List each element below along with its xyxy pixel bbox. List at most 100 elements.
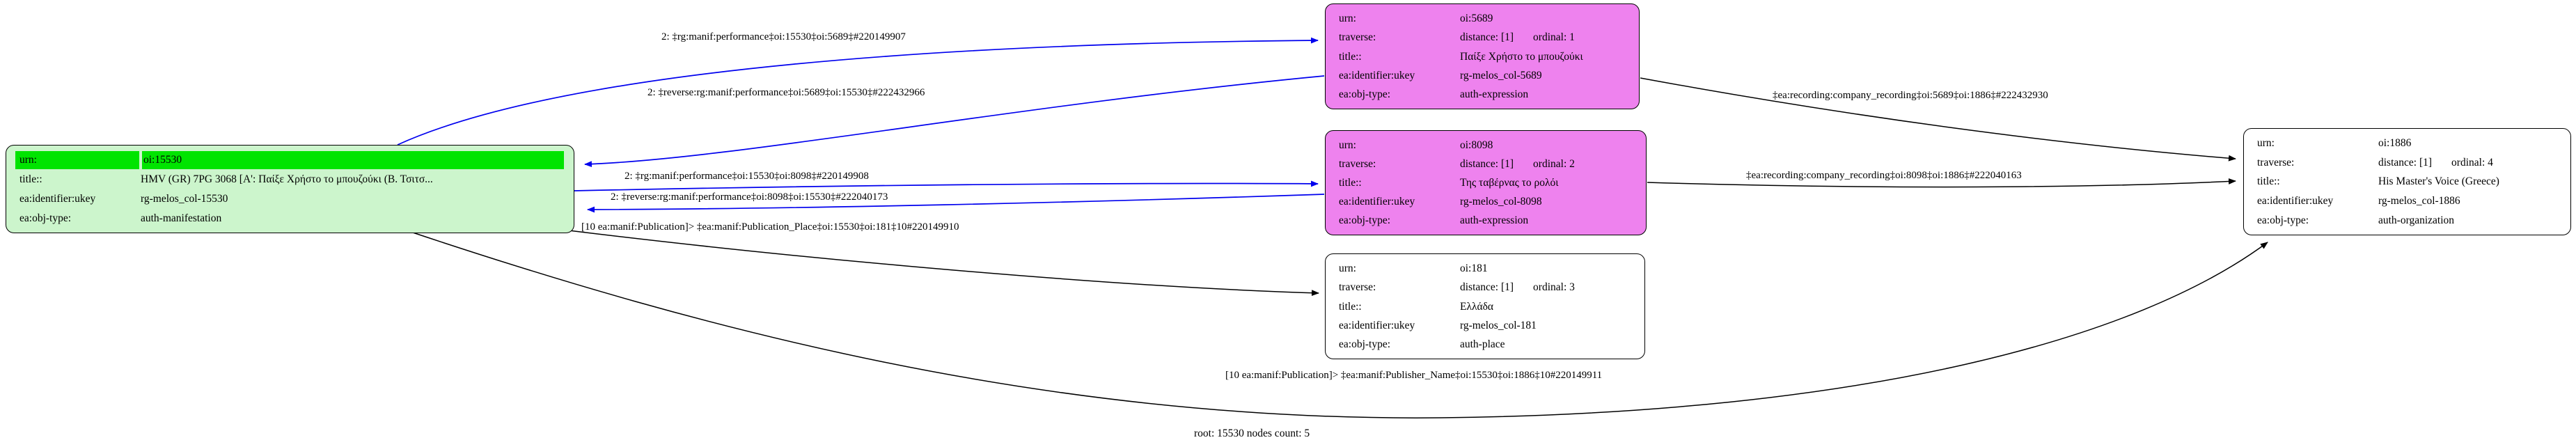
edge-label-publisher-name: [10 ea:manif:Publication]> ‡ea:manif:Pub… xyxy=(1225,370,1602,381)
node-row-objtype: ea:obj-type: auth-expression xyxy=(1335,212,1638,230)
node-row-urn: urn: oi:5689 xyxy=(1335,9,1631,28)
row-value: HMV (GR) 7PG 3068 [Α': Παίξε Χρήστο το μ… xyxy=(141,173,433,185)
edge-company-recording-5689 xyxy=(1640,77,2236,162)
row-label: traverse: xyxy=(1339,157,1376,170)
row-value: oi:5689 xyxy=(1460,12,1493,24)
row-label: ea:identifier:ukey xyxy=(19,193,96,205)
node-row-traverse: traverse: distance: [1] ordinal: 3 xyxy=(1335,278,1636,297)
edge-label-reverse-performance-5689: 2: ‡reverse:rg:manif:performance‡oi:5689… xyxy=(647,87,925,98)
row-value: oi:181 xyxy=(1460,262,1488,274)
row-value: rg-melos_col-5689 xyxy=(1460,69,1542,81)
row-value: distance: [1] ordinal: 1 xyxy=(1459,31,1631,44)
row-label: title:: xyxy=(1339,300,1362,313)
edge-company-recording-8098 xyxy=(1647,178,2236,188)
row-value: auth-expression xyxy=(1460,214,1529,227)
edge-manif-performance-5689 xyxy=(397,37,1319,146)
traverse-ordinal: ordinal: 4 xyxy=(2451,156,2493,168)
row-label: title:: xyxy=(19,173,42,185)
graph-root-label: root: 15530 nodes count: 5 xyxy=(1194,428,1310,439)
edge-label-company-recording-8098: ‡ea:recording:company_recording‡oi:8098‡… xyxy=(1746,170,2022,181)
row-value: distance: [1] ordinal: 4 xyxy=(2377,157,2562,169)
node-row-traverse: traverse: distance: [1] ordinal: 4 xyxy=(2253,153,2562,173)
node-row-urn: urn: oi:181 xyxy=(1335,259,1636,278)
node-oi-8098: urn: oi:8098 traverse: distance: [1] ordi… xyxy=(1325,130,1647,235)
row-label: urn: xyxy=(1339,262,1356,274)
traverse-distance: distance: [1] xyxy=(1460,281,1514,294)
edge-label-manif-performance-5689: 2: ‡rg:manif:performance‡oi:15530‡oi:568… xyxy=(661,31,906,42)
row-label: ea:obj-type: xyxy=(1339,338,1391,351)
row-value: auth-organization xyxy=(2378,214,2455,227)
row-value: His Master's Voice (Greece) xyxy=(2378,175,2499,188)
row-label: ea:obj-type: xyxy=(1339,214,1391,227)
row-label: title:: xyxy=(1339,177,1362,189)
node-row-urn: urn: oi:15530 xyxy=(15,150,565,170)
row-label: traverse: xyxy=(1339,31,1376,44)
row-value: distance: [1] ordinal: 3 xyxy=(1459,281,1636,294)
node-row-urn: urn: oi:8098 xyxy=(1335,136,1638,155)
row-label: ea:identifier:ukey xyxy=(2257,195,2334,207)
node-row-objtype: ea:obj-type: auth-expression xyxy=(1335,86,1631,104)
row-label: ea:identifier:ukey xyxy=(1339,319,1415,331)
traverse-distance: distance: [1] xyxy=(1460,157,1514,170)
edge-publisher-name xyxy=(410,231,2268,418)
row-label: urn: xyxy=(15,151,139,169)
node-row-title: title:: Της ταβέρνας το ρολόι xyxy=(1335,173,1638,192)
node-row-title: title:: HMV (GR) 7PG 3068 [Α': Παίξε Χρή… xyxy=(15,170,565,189)
row-label: ea:obj-type: xyxy=(2257,214,2309,227)
node-row-ukey: ea:identifier:ukey rg-melos_col-1886 xyxy=(2253,191,2562,211)
traverse-distance: distance: [1] xyxy=(1460,31,1514,44)
node-row-ukey: ea:identifier:ukey rg-melos_col-15530 xyxy=(15,189,565,209)
row-value: oi:15530 xyxy=(142,151,564,169)
node-row-objtype: ea:obj-type: auth-place xyxy=(1335,336,1636,354)
row-value: Παίξε Χρήστο το μπουζούκι xyxy=(1460,50,1583,63)
row-label: title:: xyxy=(2257,175,2280,188)
node-row-traverse: traverse: distance: [1] ordinal: 1 xyxy=(1335,28,1631,47)
edge-publication-place xyxy=(568,230,1319,297)
row-value: rg-melos_col-181 xyxy=(1460,319,1537,331)
node-row-ukey: ea:identifier:ukey rg-melos_col-5689 xyxy=(1335,66,1631,85)
row-label: title:: xyxy=(1339,50,1362,63)
row-value: oi:8098 xyxy=(1460,139,1493,151)
edge-label-manif-performance-8098: 2: ‡rg:manif:performance‡oi:15530‡oi:809… xyxy=(625,171,869,182)
edge-manif-performance-8098 xyxy=(574,180,1319,191)
row-value: rg-melos_col-15530 xyxy=(141,193,228,205)
row-label: urn: xyxy=(2257,136,2275,149)
row-value: Της ταβέρνας το ρολόι xyxy=(1460,177,1559,189)
node-row-urn: urn: oi:1886 xyxy=(2253,134,2562,153)
node-row-ukey: ea:identifier:ukey rg-melos_col-181 xyxy=(1335,316,1636,335)
node-row-objtype: ea:obj-type: auth-manifestation xyxy=(15,209,565,228)
row-value: rg-melos_col-8098 xyxy=(1460,196,1542,208)
traverse-ordinal: ordinal: 2 xyxy=(1533,157,1575,170)
edge-reverse-performance-8098 xyxy=(587,194,1325,213)
node-oi-5689: urn: oi:5689 traverse: distance: [1] ordi… xyxy=(1325,3,1640,109)
traverse-ordinal: ordinal: 3 xyxy=(1533,281,1575,294)
node-row-objtype: ea:obj-type: auth-organization xyxy=(2253,211,2562,230)
node-oi-1886: urn: oi:1886 traverse: distance: [1] ordi… xyxy=(2243,128,2571,235)
edge-label-publication-place: [10 ea:manif:Publication]> ‡ea:manif:Pub… xyxy=(581,221,959,233)
traverse-ordinal: ordinal: 1 xyxy=(1533,31,1575,44)
node-row-traverse: traverse: distance: [1] ordinal: 2 xyxy=(1335,155,1638,173)
row-value: auth-manifestation xyxy=(141,212,222,224)
edge-reverse-performance-5689 xyxy=(584,75,1325,168)
row-label: ea:obj-type: xyxy=(1339,88,1391,101)
node-oi-181: urn: oi:181 traverse: distance: [1] ordin… xyxy=(1325,253,1645,359)
row-value: auth-expression xyxy=(1460,88,1529,101)
row-label: traverse: xyxy=(1339,281,1376,294)
row-label: ea:identifier:ukey xyxy=(1339,196,1415,208)
node-row-title: title:: Παίξε Χρήστο το μπουζούκι xyxy=(1335,47,1631,66)
row-value: rg-melos_col-1886 xyxy=(2378,195,2460,207)
row-label: ea:identifier:ukey xyxy=(1339,69,1415,81)
node-row-ukey: ea:identifier:ukey rg-melos_col-8098 xyxy=(1335,193,1638,212)
row-value: oi:1886 xyxy=(2378,136,2412,149)
edge-label-reverse-performance-8098: 2: ‡reverse:rg:manif:performance‡oi:8098… xyxy=(611,191,888,203)
row-label: ea:obj-type: xyxy=(19,212,72,224)
node-row-title: title:: Ελλάδα xyxy=(1335,297,1636,316)
row-value: Ελλάδα xyxy=(1460,300,1494,313)
traverse-distance: distance: [1] xyxy=(2378,156,2433,168)
row-value: auth-place xyxy=(1460,338,1505,351)
row-label: traverse: xyxy=(2257,156,2295,168)
node-oi-15530: urn: oi:15530 title:: HMV (GR) 7PG 3068 … xyxy=(6,145,574,233)
row-label: urn: xyxy=(1339,139,1356,151)
